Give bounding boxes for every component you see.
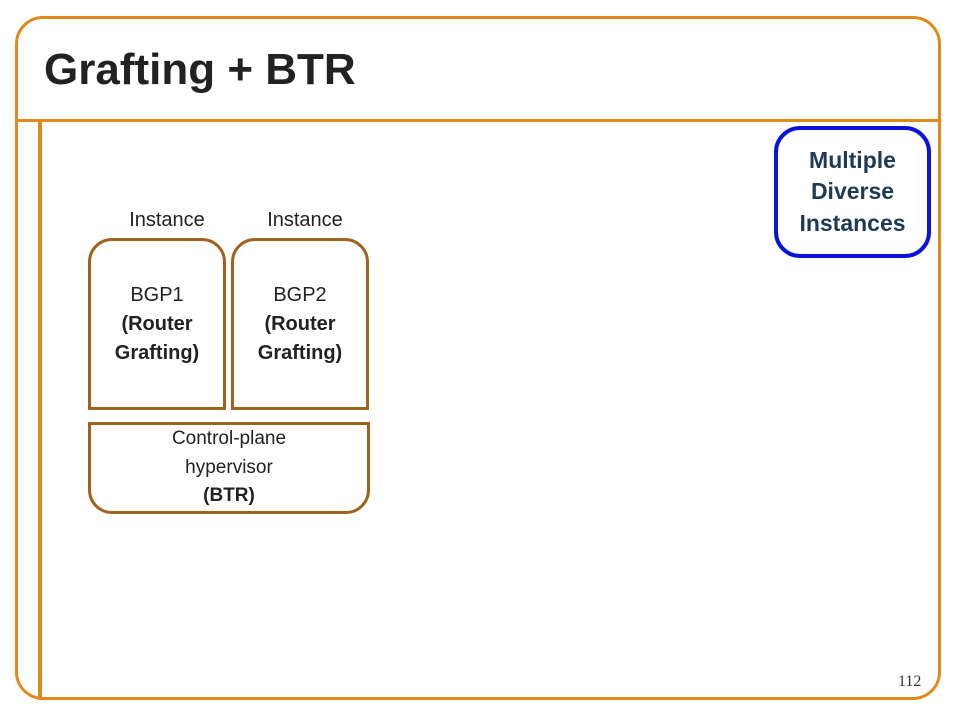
hypervisor-line3: (BTR): [203, 485, 255, 507]
slide-title: Grafting + BTR: [44, 45, 356, 94]
instance-label-1: Instance: [129, 209, 205, 231]
callout-line2: Diverse: [810, 178, 895, 205]
callout-line3: Instances: [799, 209, 906, 236]
instance-label-2: Instance: [267, 209, 343, 231]
left-divider: [38, 121, 42, 700]
bgp2-detail-line1: (Router: [264, 312, 336, 335]
hypervisor-box: Control-plane hypervisor (BTR): [88, 422, 370, 514]
bgp1-detail-line2: Grafting): [114, 341, 200, 364]
slide-frame: [15, 16, 941, 700]
callout-box: Multiple Diverse Instances: [774, 126, 931, 258]
hypervisor-line1: Control-plane: [171, 428, 287, 450]
title-divider: [15, 119, 941, 122]
callout-line1: Multiple: [809, 147, 896, 174]
page-number: 112: [898, 673, 922, 690]
hypervisor-line2: hypervisor: [185, 456, 273, 478]
bgp1-detail-line1: (Router: [121, 312, 193, 335]
bgp2-name: BGP2: [273, 283, 327, 306]
bgp1-name: BGP1: [130, 283, 184, 306]
bgp2-detail-line2: Grafting): [257, 341, 343, 364]
bgp1-instance-box: BGP1 (Router Grafting): [88, 238, 226, 410]
bgp2-instance-box: BGP2 (Router Grafting): [231, 238, 369, 410]
